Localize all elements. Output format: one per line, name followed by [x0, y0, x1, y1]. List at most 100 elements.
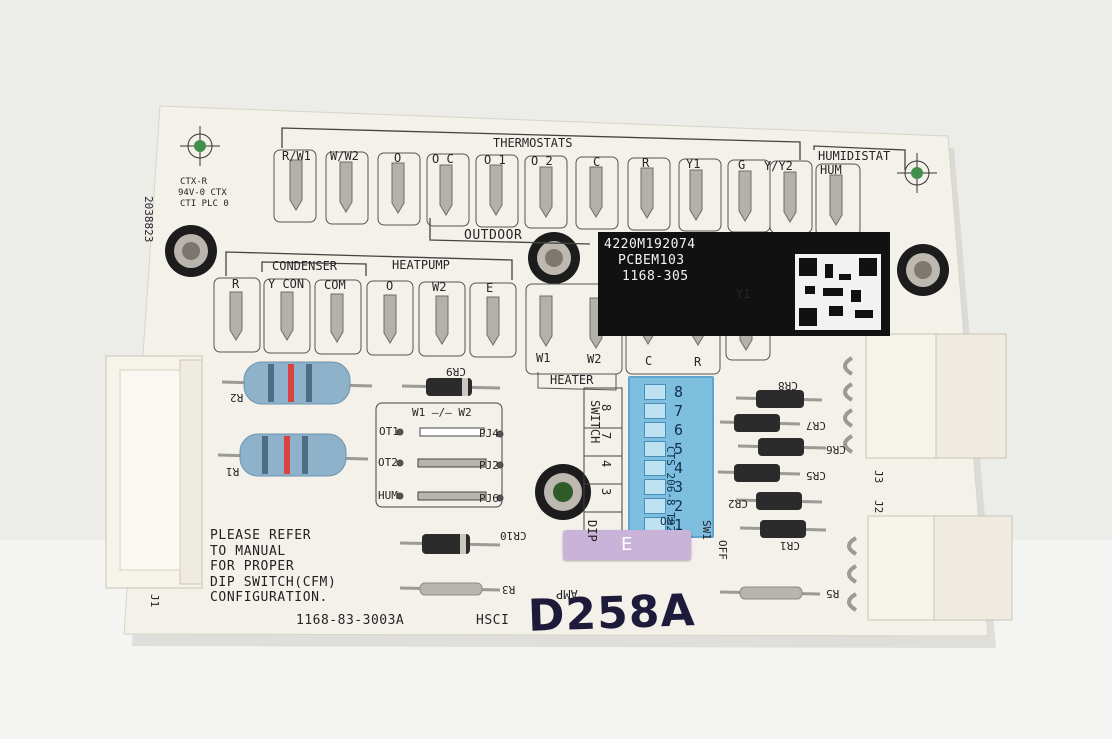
terminal-label: C — [645, 354, 653, 368]
jumper-ot2: OT2 — [378, 456, 398, 469]
terminal-label: Y1 — [686, 157, 701, 171]
ref-j2: J2 — [872, 500, 885, 514]
resistor-r3 — [399, 582, 501, 596]
handwritten-code: D258A — [527, 585, 697, 642]
dip-number-7: 7 — [674, 402, 684, 420]
dip-slider-5[interactable] — [644, 441, 666, 457]
group-condenser: CONDENSER — [272, 259, 338, 273]
terminal-label: O 2 — [531, 154, 553, 168]
dip-number-5: 5 — [674, 440, 684, 458]
switch-dip-label: DIP — [585, 520, 599, 542]
qr-code — [795, 254, 881, 330]
dip-ref: SW1 — [700, 520, 713, 540]
label-line-1: 4220M192074 — [604, 237, 696, 252]
ref-r3: R3 — [502, 583, 516, 596]
terminal-label: W2 — [432, 280, 447, 294]
group-humidistat: HUMIDISTAT — [818, 149, 891, 163]
terminal-label: O — [386, 279, 394, 293]
group-outdoor: OUTDOOR — [464, 228, 523, 243]
dip-number-4: 4 — [674, 459, 684, 477]
switch-num-7: 7 — [599, 432, 613, 440]
dip-number-8: 8 — [674, 383, 684, 401]
dip-slider-7[interactable] — [644, 403, 666, 419]
switch-amp-label: AMP — [556, 587, 578, 601]
dip-switch[interactable]: 8 7 6 5 4 3 2 1 — [628, 376, 714, 538]
dip-slider-8[interactable] — [644, 384, 666, 400]
switch-num-3: 3 — [599, 488, 613, 496]
terminal-label: Y/Y2 — [764, 159, 793, 173]
ref-cr10: CR10 — [500, 529, 527, 542]
dip-off-label: OFF — [716, 540, 729, 560]
ref-r2: R2 — [230, 391, 244, 404]
notice-line-2: TO MANUAL — [210, 543, 286, 559]
dip-on-label: ON — [660, 515, 674, 528]
ref-cr6: CR6 — [826, 443, 846, 456]
group-heater: HEATER — [550, 373, 594, 387]
thermostat-terminal-row — [273, 149, 861, 237]
dip-slider-3[interactable] — [644, 479, 666, 495]
jumper-hum: HUM — [378, 489, 398, 502]
sticker-text: E — [621, 534, 633, 555]
mount-hole-right — [897, 244, 949, 296]
terminal-label: Y CON — [268, 277, 305, 291]
resistor-r2 — [221, 361, 373, 405]
jumper-pj6: PJ6 — [479, 492, 499, 505]
switch-num-8: 8 — [599, 404, 613, 412]
dip-switch-notice: PLEASE REFER TO MANUAL FOR PROPER DIP SW… — [210, 528, 336, 606]
terminal-label: R/W1 — [282, 149, 311, 163]
jumper-pj4: PJ4 — [479, 427, 499, 440]
dip-number-6: 6 — [674, 421, 684, 439]
connector-j2 — [847, 515, 1013, 621]
thermostat-spades — [289, 159, 843, 226]
part-number: 1168-83-3003A — [296, 613, 405, 628]
fiducial-left — [180, 126, 220, 166]
terminal-label: O — [394, 151, 402, 165]
terminal-label: Y1 — [736, 287, 751, 301]
group-thermostats: THERMOSTATS — [493, 136, 573, 150]
diode-cr10 — [399, 534, 501, 554]
dip-slider-2[interactable] — [644, 498, 666, 514]
dip-slider-6[interactable] — [644, 422, 666, 438]
jumper-ot1: OT1 — [379, 425, 399, 438]
terminal-label: HUM — [820, 163, 842, 177]
condenser-spades — [229, 291, 500, 346]
jumper-pj2: PJ2 — [479, 459, 499, 472]
label-line-2: PCBEM103 — [618, 253, 685, 268]
mount-hole-left — [165, 225, 217, 277]
ref-cr8: CR8 — [778, 379, 798, 392]
label-line-3: 1168-305 — [622, 269, 689, 284]
dip-number-3: 3 — [674, 478, 684, 496]
ref-cr1: CR1 — [780, 539, 800, 552]
purple-sticker: E — [563, 530, 691, 560]
condenser-terminal-row — [213, 277, 517, 358]
terminal-label: C — [593, 155, 601, 169]
cert-line-3: CTI PLC 0 — [180, 199, 229, 209]
cert-line-1: CTX-R — [180, 177, 208, 187]
brand-mark: HSCI — [476, 613, 510, 628]
jumper-area — [375, 402, 504, 508]
terminal-label: W2 — [587, 352, 602, 366]
terminal-label: R — [694, 355, 702, 369]
diode-cluster — [717, 390, 827, 538]
terminal-label: O C — [432, 152, 454, 166]
terminal-label: R — [232, 277, 240, 291]
ref-cr7: CR7 — [806, 419, 826, 432]
connector-j3 — [843, 333, 1007, 459]
dip-number-2: 2 — [674, 497, 684, 515]
terminal-label: R — [642, 156, 650, 170]
resistor-r5 — [719, 586, 821, 600]
terminal-label: G — [738, 158, 746, 172]
terminal-label: COM — [324, 278, 346, 292]
notice-line-4: DIP SWITCH(CFM) — [210, 574, 337, 590]
resistor-r1 — [217, 433, 369, 477]
mount-hole-mid — [528, 232, 580, 284]
dip-slider-4[interactable] — [644, 460, 666, 476]
terminal-label: W/W2 — [330, 149, 359, 163]
group-heatpump: HEATPUMP — [392, 258, 450, 272]
ref-j1: J1 — [148, 594, 161, 608]
cert-line-2: 94V-0 CTX — [178, 188, 227, 198]
notice-line-1: PLEASE REFER — [210, 528, 312, 543]
dip-number-1: 1 — [674, 516, 684, 534]
connector-j1 — [105, 355, 203, 589]
switch-num-4: 4 — [599, 460, 613, 468]
